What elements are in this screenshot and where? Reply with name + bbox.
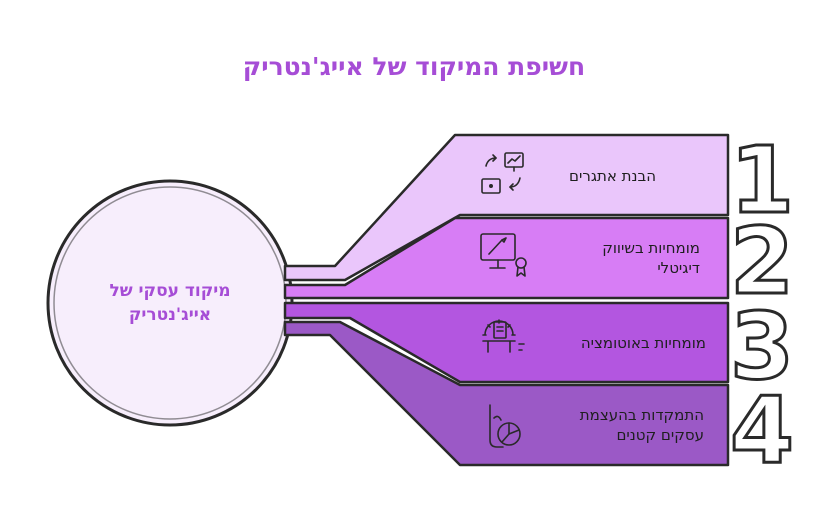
number-2: 2	[730, 208, 794, 315]
item-2-label: מומחיות בשיווק דיגיטלי	[602, 238, 700, 278]
center-label-line-2: אייג'נטריק	[128, 305, 212, 325]
hand-pie-icon	[489, 404, 521, 448]
number-3: 3	[730, 293, 794, 400]
item-4-label: התמקדות בהעצמת עסקים קטנים	[580, 405, 704, 445]
center-label-line-1: מיקוד עסקי של	[109, 281, 231, 301]
monitor-brush-award-icon	[480, 233, 527, 277]
item-3-label: מומחיות באוטומציה	[581, 333, 706, 353]
band-1	[283, 133, 730, 282]
gear-document-icon	[482, 319, 525, 353]
band-2	[283, 216, 730, 300]
number-4: 4	[730, 377, 794, 484]
presentation-arrows-icon	[481, 152, 524, 194]
item-4-line-1: התמקדות בהעצמת	[579, 406, 704, 424]
item-4-line-2: עסקים קטנים	[616, 426, 704, 444]
item-2-line-2: דיגיטלי	[657, 259, 700, 277]
item-1-label: הבנת אתגרים	[569, 166, 656, 186]
band-3	[283, 301, 730, 384]
center-label: מיקוד עסקי של אייג'נטריק	[70, 279, 270, 327]
band-4	[283, 320, 730, 467]
item-2-line-1: מומחיות בשיווק	[602, 239, 700, 257]
item-1-line-1: הבנת אתגרים	[569, 167, 656, 185]
page-title: חשיפת המיקוד של אייג'נטריק	[242, 52, 586, 81]
number-1: 1	[730, 127, 794, 234]
item-3-line-1: מומחיות באוטומציה	[580, 334, 706, 352]
